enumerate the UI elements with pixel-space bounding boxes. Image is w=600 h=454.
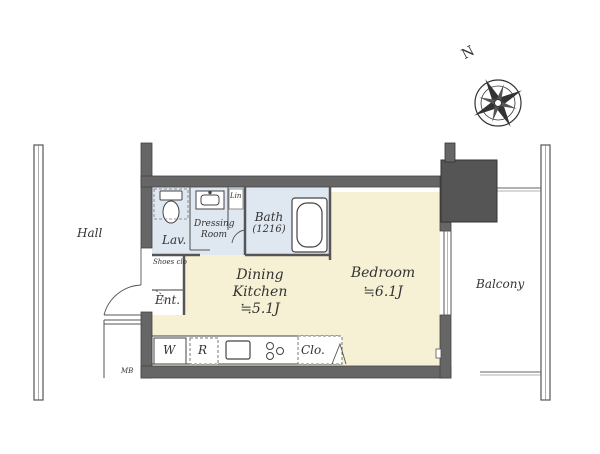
bedroom-window	[443, 230, 452, 316]
dining-kitchen-line-2: Kitchen	[232, 284, 288, 300]
bath-label: Bath (1216)	[248, 211, 290, 235]
meter-box-label: MB	[121, 367, 134, 375]
refrigerator-slot	[189, 337, 219, 365]
dining-kitchen-area: ≒5.1J	[240, 301, 280, 317]
dressing-room-label: Dressing Room	[194, 219, 235, 240]
balcony-label: Balcony	[476, 277, 525, 291]
dressing-room-line-2: Room	[200, 230, 228, 240]
lavatory-label: Lav.	[162, 233, 187, 247]
washer-label: W	[163, 343, 176, 357]
closet-box	[297, 335, 343, 365]
linen-closet	[228, 188, 244, 210]
dressing-room-line-1: Dressing	[194, 219, 235, 229]
entrance-steps	[103, 319, 141, 378]
closet-label: Clo.	[301, 343, 325, 357]
dining-kitchen-line-1: Dining	[236, 267, 284, 283]
kitchen-counter	[151, 335, 347, 365]
bedroom-line-1: Bedroom	[350, 265, 416, 281]
bath-line-2: (1216)	[252, 224, 286, 235]
hall-label: Hall	[77, 226, 103, 240]
shoes-closet-floor	[152, 255, 184, 315]
stove-icon	[266, 342, 284, 360]
column-top	[444, 142, 456, 163]
hall-wall	[33, 144, 44, 401]
dining-kitchen-floor	[152, 192, 440, 366]
washer-slot	[153, 337, 187, 365]
shoes-closet-label: Shoes clo	[153, 258, 187, 266]
column	[440, 159, 498, 223]
outlet	[435, 348, 442, 359]
toilet-icon	[159, 190, 183, 224]
sink-icon	[225, 340, 251, 360]
thin-partitions	[152, 187, 229, 291]
entrance-label: Ent.	[155, 293, 181, 307]
refrigerator-label: R	[198, 343, 208, 357]
bath-line-1: Bath	[254, 210, 284, 224]
bedroom-label: Bedroom ≒6.1J	[348, 266, 418, 299]
closet-door-icon	[331, 342, 347, 365]
door-swings	[103, 215, 246, 316]
dining-kitchen-label: Dining Kitchen ≒5.1J	[225, 268, 295, 316]
linen-label: Lin	[230, 192, 242, 200]
bathtub-icon	[291, 197, 328, 253]
bedroom-area: ≒6.1J	[363, 284, 403, 300]
washbasin-icon	[195, 190, 225, 210]
compass-icon	[474, 79, 522, 127]
lavatory-shelf	[153, 188, 189, 220]
